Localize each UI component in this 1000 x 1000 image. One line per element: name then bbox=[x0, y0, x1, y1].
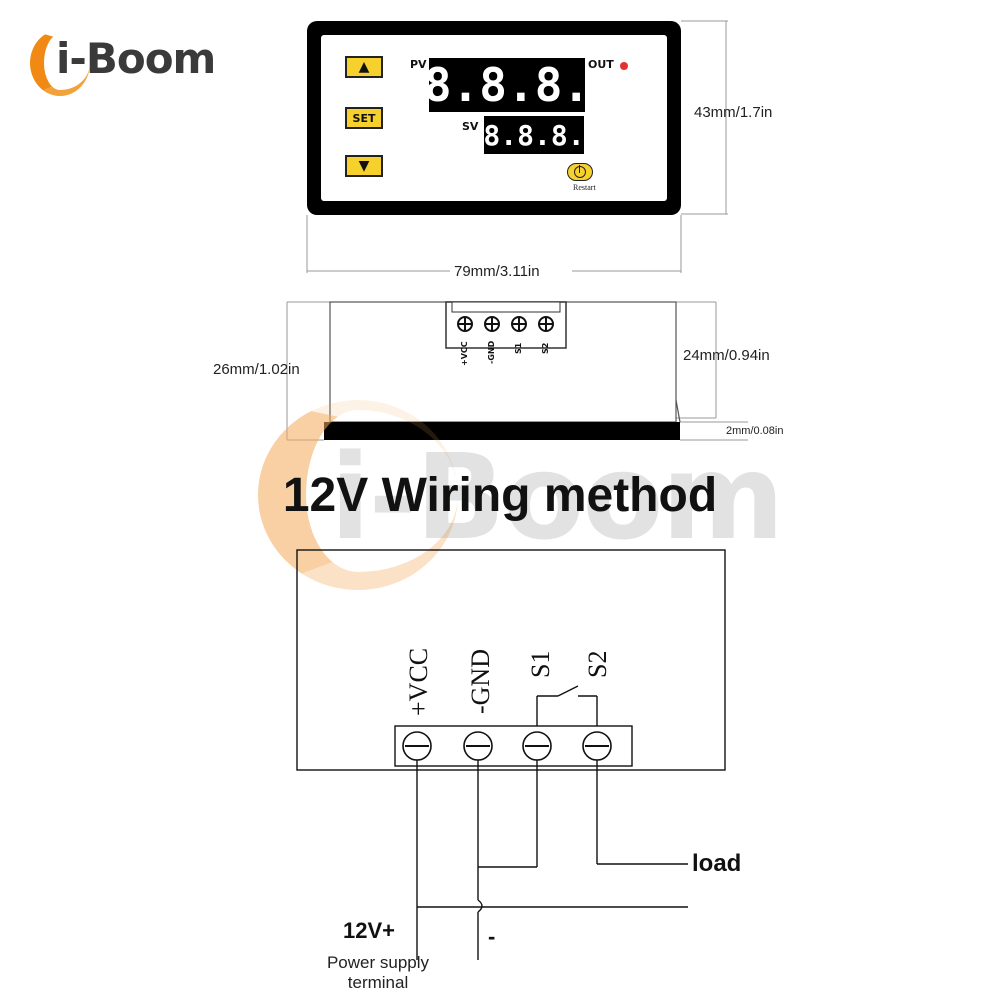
dim-height: 43mm/1.7in bbox=[694, 104, 773, 121]
psu-line-1: Power supply bbox=[326, 953, 430, 972]
power-supply-label: Power supply terminal bbox=[308, 953, 448, 993]
side-label-vcc: +VCC bbox=[460, 341, 469, 366]
arrow-down-icon: ▼ bbox=[358, 158, 370, 174]
restart-button bbox=[567, 163, 593, 181]
sv-display: 8.8.8. bbox=[483, 116, 585, 154]
dim-width: 79mm/3.11in bbox=[454, 263, 540, 280]
dim-bezel: 2mm/0.08in bbox=[726, 425, 784, 437]
pv-label: PV bbox=[410, 58, 427, 71]
wiring-label-vcc: +VCC bbox=[404, 647, 433, 716]
controller-body bbox=[296, 549, 726, 771]
side-screw-gnd bbox=[484, 316, 500, 332]
page-title: 12V Wiring method bbox=[282, 469, 718, 522]
side-label-s1: S1 bbox=[514, 342, 523, 354]
out-label: OUT bbox=[588, 58, 614, 71]
side-screw-s2 bbox=[538, 316, 554, 332]
wiring-diagram bbox=[296, 549, 726, 960]
arrow-up-icon: ▲ bbox=[358, 59, 370, 75]
set-button: SET bbox=[345, 107, 383, 129]
negative-label: - bbox=[488, 924, 496, 949]
dimension-lines bbox=[286, 20, 748, 441]
load-label: load bbox=[692, 850, 742, 877]
dim-total-depth: 26mm/1.02in bbox=[213, 361, 300, 378]
logo-text: i-Boom bbox=[56, 34, 216, 83]
pv-display: 8.8.8. bbox=[423, 58, 591, 112]
dim-body-depth: 24mm/0.94in bbox=[683, 347, 770, 364]
side-label-gnd: -GND bbox=[487, 340, 496, 364]
brand-logo: i-Boom bbox=[30, 26, 230, 106]
logo-arc bbox=[30, 30, 90, 96]
set-label: SET bbox=[352, 111, 376, 125]
down-button: ▼ bbox=[345, 155, 383, 177]
side-screw-s1 bbox=[511, 316, 527, 332]
sv-label: SV bbox=[462, 120, 479, 133]
restart-label: Restart bbox=[573, 183, 596, 192]
side-label-s2: S2 bbox=[541, 342, 550, 354]
terminal-block bbox=[394, 725, 633, 767]
positive-label: 12V+ bbox=[343, 918, 395, 943]
wiring-label-gnd: -GND bbox=[466, 649, 495, 714]
watermark-text: i-Boom bbox=[330, 428, 784, 566]
up-button: ▲ bbox=[345, 56, 383, 78]
psu-line-2: terminal bbox=[347, 973, 409, 992]
out-led bbox=[620, 62, 628, 70]
wiring-label-s1: S1 bbox=[526, 650, 555, 678]
power-icon bbox=[574, 165, 586, 178]
wiring-label-s2: S2 bbox=[583, 650, 612, 678]
side-screw-vcc bbox=[457, 316, 473, 332]
